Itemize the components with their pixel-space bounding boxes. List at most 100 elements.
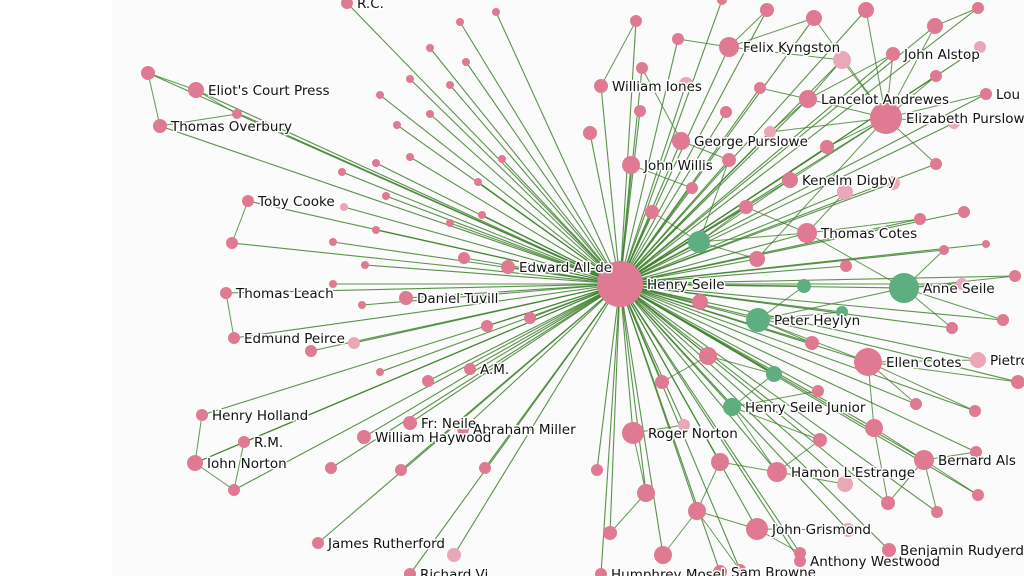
graph-node[interactable] <box>594 79 608 93</box>
graph-node[interactable] <box>746 308 770 332</box>
graph-node[interactable] <box>1009 270 1021 282</box>
graph-node[interactable] <box>312 537 324 549</box>
graph-node[interactable] <box>930 158 942 170</box>
graph-node[interactable] <box>678 419 690 431</box>
graph-node[interactable] <box>636 62 648 74</box>
graph-node[interactable] <box>348 337 360 349</box>
graph-node[interactable] <box>474 178 482 186</box>
graph-node[interactable] <box>820 140 834 154</box>
graph-node[interactable] <box>634 105 646 117</box>
graph-node[interactable] <box>305 345 317 357</box>
graph-node[interactable] <box>372 159 380 167</box>
graph-node[interactable] <box>672 33 684 45</box>
graph-node[interactable] <box>948 117 960 129</box>
graph-node[interactable] <box>749 251 765 267</box>
graph-node[interactable] <box>426 110 434 118</box>
graph-node[interactable] <box>637 484 655 502</box>
graph-node[interactable] <box>799 90 817 108</box>
graph-node[interactable] <box>464 363 476 375</box>
graph-node[interactable] <box>358 301 366 309</box>
graph-node[interactable] <box>931 506 943 518</box>
graph-node[interactable] <box>357 430 371 444</box>
graph-node[interactable] <box>927 18 943 34</box>
graph-node[interactable] <box>395 464 407 476</box>
graph-node[interactable] <box>524 312 536 324</box>
graph-node[interactable] <box>956 278 968 290</box>
graph-node[interactable] <box>238 436 250 448</box>
graph-node[interactable] <box>382 192 390 200</box>
graph-node[interactable] <box>837 476 853 492</box>
graph-node[interactable] <box>583 126 597 140</box>
graph-node[interactable] <box>833 51 851 69</box>
graph-node[interactable] <box>754 82 766 94</box>
graph-node[interactable] <box>764 126 776 138</box>
graph-node[interactable] <box>837 184 853 200</box>
graph-node[interactable] <box>746 518 768 540</box>
graph-node[interactable] <box>914 450 934 470</box>
graph-node[interactable] <box>974 41 986 53</box>
graph-node[interactable] <box>972 489 984 501</box>
graph-node[interactable] <box>723 398 741 416</box>
graph-node[interactable] <box>734 564 746 576</box>
graph-node[interactable] <box>153 119 167 133</box>
graph-node[interactable] <box>654 546 672 564</box>
graph-node[interactable] <box>228 484 240 496</box>
graph-node[interactable] <box>492 8 500 16</box>
graph-node[interactable] <box>699 347 717 365</box>
graph-node[interactable] <box>220 287 232 299</box>
graph-node[interactable] <box>458 252 470 264</box>
graph-node[interactable] <box>376 91 384 99</box>
graph-node[interactable] <box>886 176 900 190</box>
graph-node[interactable] <box>806 10 822 26</box>
graph-node[interactable] <box>422 375 434 387</box>
graph-node[interactable] <box>329 238 337 246</box>
graph-node[interactable] <box>242 195 254 207</box>
graph-node[interactable] <box>399 291 413 305</box>
graph-node[interactable] <box>479 462 491 474</box>
graph-node[interactable] <box>881 496 895 510</box>
graph-node[interactable] <box>686 182 698 194</box>
graph-node[interactable] <box>970 446 982 458</box>
graph-node[interactable] <box>836 306 848 318</box>
graph-node[interactable] <box>462 58 470 66</box>
graph-node[interactable] <box>196 409 208 421</box>
graph-node[interactable] <box>372 226 380 234</box>
graph-node[interactable] <box>722 153 736 167</box>
graph-node[interactable] <box>886 47 900 61</box>
graph-node[interactable] <box>679 77 693 91</box>
graph-node[interactable] <box>910 398 922 410</box>
graph-node[interactable] <box>187 455 203 471</box>
graph-node[interactable] <box>713 565 727 576</box>
graph-node[interactable] <box>645 205 659 219</box>
graph-node[interactable] <box>760 3 774 17</box>
graph-node[interactable] <box>1011 375 1024 389</box>
graph-node[interactable] <box>501 260 515 274</box>
graph-node[interactable] <box>854 348 882 376</box>
graph-node[interactable] <box>672 132 690 150</box>
graph-node[interactable] <box>404 568 416 576</box>
graph-node[interactable] <box>341 0 353 9</box>
graph-node[interactable] <box>972 2 984 14</box>
graph-node[interactable] <box>361 261 369 269</box>
graph-node[interactable] <box>717 0 727 5</box>
graph-node[interactable] <box>767 462 787 482</box>
graph-node[interactable] <box>782 172 798 188</box>
graph-node[interactable] <box>865 419 883 437</box>
graph-node[interactable] <box>946 322 958 334</box>
graph-node[interactable] <box>969 405 981 417</box>
graph-node[interactable] <box>889 273 919 303</box>
graph-node[interactable] <box>812 385 824 397</box>
graph-node[interactable] <box>720 106 732 118</box>
graph-node[interactable] <box>228 332 240 344</box>
graph-node[interactable] <box>403 416 417 430</box>
graph-node[interactable] <box>457 423 469 435</box>
graph-node[interactable] <box>939 245 949 255</box>
graph-node[interactable] <box>970 352 986 368</box>
graph-node[interactable] <box>655 375 669 389</box>
graph-node[interactable] <box>930 70 942 82</box>
graph-node[interactable] <box>456 18 464 26</box>
graph-node[interactable] <box>446 81 454 89</box>
graph-node[interactable] <box>688 231 710 253</box>
graph-node[interactable] <box>232 109 242 119</box>
graph-node[interactable] <box>622 422 644 444</box>
